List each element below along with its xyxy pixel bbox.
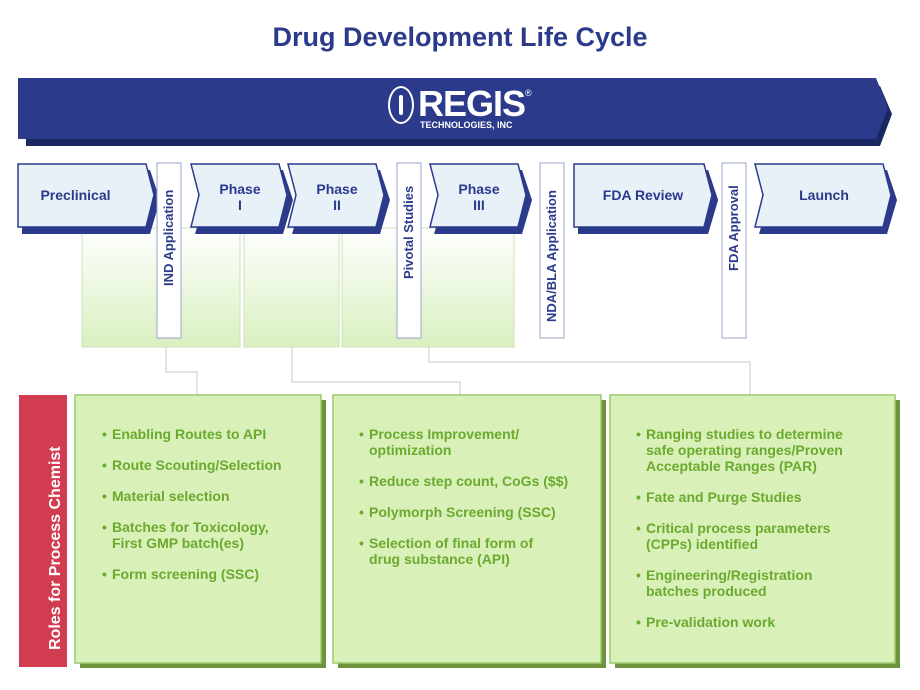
stage-phase2-label: Phase II bbox=[297, 181, 377, 213]
connector-1 bbox=[165, 347, 198, 395]
list-item: Route Scouting/Selection bbox=[102, 457, 312, 473]
role-box-1: Enabling Routes to API Route Scouting/Se… bbox=[102, 426, 312, 597]
list-item: Polymorph Screening (SSC) bbox=[359, 504, 594, 520]
phase1-fade-panel bbox=[243, 227, 340, 348]
logo-trademark: ® bbox=[525, 88, 532, 98]
regis-logo: REGIS ® TECHNOLOGIES, INC bbox=[388, 83, 538, 134]
nda-bla-label: NDA/BLA Application bbox=[544, 190, 559, 322]
list-item: Reduce step count, CoGs ($$) bbox=[359, 473, 594, 489]
chevron-phase1 bbox=[190, 163, 293, 234]
chevron-phase2 bbox=[287, 163, 390, 234]
list-item: Selection of final form of drug substanc… bbox=[359, 535, 594, 567]
stage-phase3-label: Phase III bbox=[439, 181, 519, 213]
list-item: Material selection bbox=[102, 488, 312, 504]
logo-mark-icon bbox=[388, 86, 414, 124]
list-item: Form screening (SSC) bbox=[102, 566, 312, 582]
stage-phase1-label: Phase I bbox=[200, 181, 280, 213]
chevron-fda-review bbox=[573, 163, 718, 234]
pivotal-box bbox=[396, 162, 422, 339]
roles-label: Roles for Process Chemist bbox=[47, 446, 64, 650]
pivotal-studies-label: Pivotal Studies bbox=[401, 185, 416, 279]
stage-phase2-line2: II bbox=[333, 197, 341, 213]
list-item: Ranging studies to determine safe operat… bbox=[636, 426, 891, 474]
list-item: Critical process parameters (CPPs) ident… bbox=[636, 520, 891, 552]
logo-name: REGIS bbox=[418, 83, 526, 124]
chevron-preclinical bbox=[17, 163, 160, 234]
page-title: Drug Development Life Cycle bbox=[272, 22, 648, 52]
list-item: Batches for Toxicology, First GMP batch(… bbox=[102, 519, 312, 551]
list-item: Engineering/Registration batches produce… bbox=[636, 567, 891, 599]
fda-approval-box bbox=[721, 162, 747, 339]
stage-launch-label: Launch bbox=[799, 187, 849, 203]
role-box-3: Ranging studies to determine safe operat… bbox=[636, 426, 891, 645]
header-banner bbox=[18, 78, 888, 139]
connector-2 bbox=[291, 347, 461, 395]
nda-box bbox=[539, 162, 565, 339]
stage-phase3-line1: Phase bbox=[458, 181, 500, 197]
list-item: Enabling Routes to API bbox=[102, 426, 312, 442]
ind-application-label: IND Application bbox=[161, 189, 176, 286]
stage-phase2-line1: Phase bbox=[316, 181, 358, 197]
stage-phase3-line2: III bbox=[473, 197, 485, 213]
stage-preclinical-label: Preclinical bbox=[40, 187, 111, 203]
list-item: Pre-validation work bbox=[636, 614, 891, 630]
fda-approval-label: FDA Approval bbox=[726, 185, 741, 271]
chevron-launch bbox=[754, 163, 897, 234]
stage-fda-review-label: FDA Review bbox=[602, 187, 684, 203]
stage-phase1-line1: Phase bbox=[219, 181, 261, 197]
phase23-fade-panel bbox=[341, 227, 515, 348]
ind-box bbox=[156, 162, 182, 339]
connector-3 bbox=[428, 347, 751, 395]
list-item: Fate and Purge Studies bbox=[636, 489, 891, 505]
roles-bar bbox=[19, 395, 67, 667]
chevron-phase3 bbox=[429, 163, 532, 234]
logo-subtitle: TECHNOLOGIES, INC bbox=[420, 120, 513, 130]
role-box-2: Process Improvement/ optimization Reduce… bbox=[359, 426, 594, 582]
stage-phase1-line2: I bbox=[238, 197, 242, 213]
list-item: Process Improvement/ optimization bbox=[359, 426, 594, 458]
